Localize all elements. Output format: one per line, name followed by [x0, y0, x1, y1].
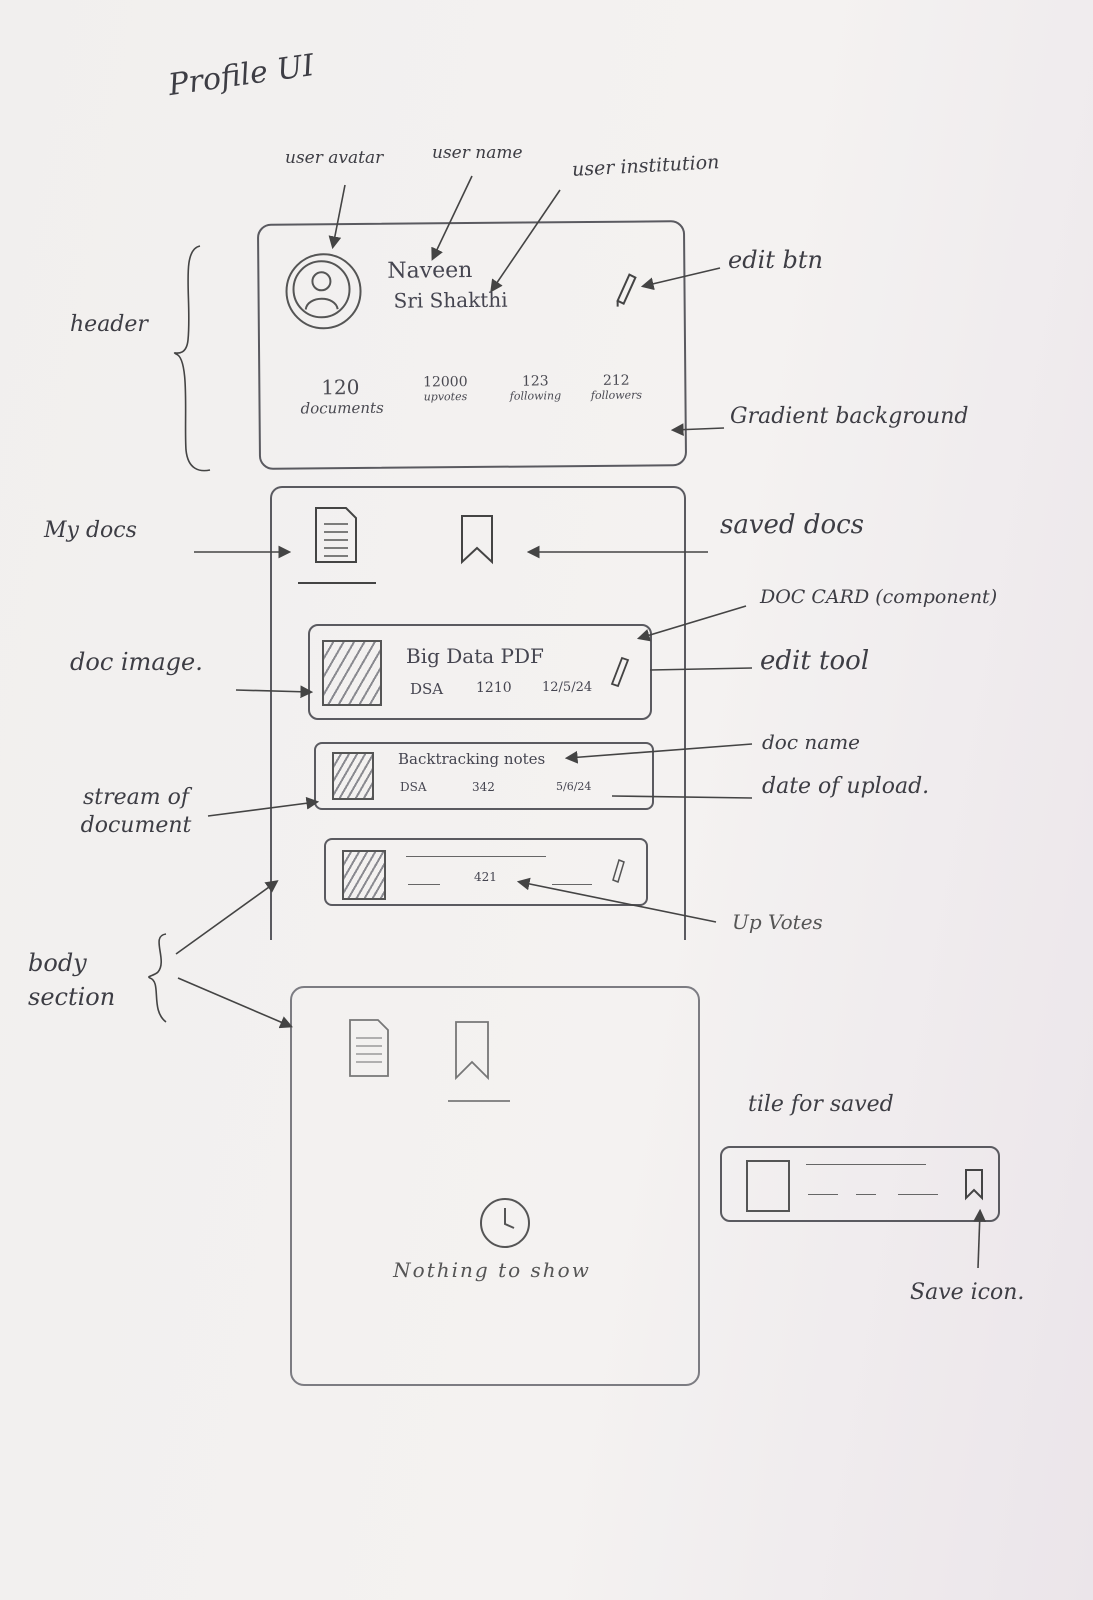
annotation-header: header [70, 312, 148, 337]
stat-documents: 120 documents [300, 374, 384, 418]
edit-profile-button[interactable] [609, 267, 639, 307]
annotation-body-section: body section [28, 949, 116, 1011]
stat-label: upvotes [423, 390, 468, 404]
user-avatar[interactable] [285, 252, 362, 330]
doc-name: Backtracking notes [398, 750, 546, 768]
doc-upvotes: 342 [472, 780, 495, 794]
annotation-user-institution: user institution [571, 151, 720, 181]
doc-date: 5/6/24 [556, 780, 592, 793]
stat-upvotes: 12000 upvotes [410, 374, 480, 404]
stat-label: following [509, 389, 562, 403]
pencil-icon [610, 656, 630, 688]
bookmark-icon [455, 1021, 489, 1081]
stat-value: 212 [602, 372, 630, 389]
bookmark-icon [965, 1169, 983, 1201]
pencil-icon [616, 273, 637, 307]
saved-doc-tile[interactable] [720, 1146, 1000, 1222]
body-section-my-docs: Big Data PDF DSA 1210 12/5/24 Backtracki… [270, 486, 686, 940]
doc-meta-placeholder [808, 1194, 838, 1195]
annotation-gradient-background: Gradient background [730, 404, 969, 429]
stat-followers: 212 followers [578, 372, 654, 402]
document-icon [315, 507, 357, 563]
tab-my-docs[interactable] [344, 1016, 394, 1080]
annotation-edit-tool: edit tool [760, 646, 870, 676]
stat-following: 123 following [500, 373, 570, 403]
pencil-icon [612, 858, 625, 884]
doc-image [746, 1160, 790, 1212]
stat-label: documents [300, 398, 384, 418]
doc-card[interactable]: Big Data PDF DSA 1210 12/5/24 [308, 624, 652, 720]
active-tab-underline [448, 1100, 510, 1102]
doc-upvotes: 1210 [476, 680, 512, 696]
save-button[interactable] [962, 1168, 986, 1202]
empty-state-clock-icon [478, 1196, 532, 1250]
annotation-edit-btn: edit btn [728, 246, 823, 274]
annotation-my-docs: My docs [44, 518, 137, 543]
doc-name: Big Data PDF [406, 644, 544, 668]
doc-upvotes: 421 [474, 870, 497, 884]
doc-name-placeholder [806, 1164, 926, 1165]
doc-stream: DSA [400, 780, 427, 794]
doc-meta-placeholder [856, 1194, 876, 1195]
tab-saved-docs[interactable] [452, 510, 502, 570]
annotation-user-avatar: user avatar [285, 148, 384, 168]
doc-stream-placeholder [408, 884, 440, 885]
doc-meta-placeholder [898, 1194, 938, 1195]
annotation-saved-docs: saved docs [720, 510, 865, 540]
user-institution: Sri Shakthi [393, 287, 508, 313]
doc-image [332, 752, 374, 800]
bookmark-icon [461, 515, 493, 565]
doc-image [322, 640, 382, 706]
annotation-up-votes: Up Votes [732, 910, 823, 934]
doc-image [342, 850, 386, 900]
annotation-doc-name: doc name [762, 730, 861, 754]
stat-label: followers [590, 388, 643, 402]
doc-edit-button[interactable] [608, 856, 628, 884]
stat-value: 12000 [422, 374, 468, 391]
annotation-user-name: user name [432, 143, 523, 163]
avatar-person-icon [292, 260, 351, 319]
stat-value: 123 [521, 373, 549, 390]
tab-saved-docs[interactable] [448, 1018, 510, 1102]
doc-card[interactable]: Backtracking notes DSA 342 5/6/24 [314, 742, 654, 810]
annotation-doc-card: DOC CARD (component) [760, 586, 998, 608]
document-icon [349, 1019, 389, 1077]
annotation-doc-image: doc image. [70, 648, 203, 676]
tab-my-docs[interactable] [294, 500, 378, 588]
empty-state-text: Nothing to show [393, 1258, 591, 1282]
body-section-saved: Nothing to show [290, 986, 700, 1386]
annotation-date-of-upload: date of upload. [762, 774, 930, 799]
profile-header-card: Naveen Sri Shakthi 120 documents 12000 u… [256, 220, 688, 470]
doc-stream: DSA [410, 680, 444, 698]
page-title: Profile UI [166, 47, 317, 104]
doc-date-placeholder [552, 884, 592, 885]
annotation-save-icon: Save icon. [910, 1280, 1025, 1305]
doc-date: 12/5/24 [542, 680, 593, 695]
doc-card[interactable]: 421 [324, 838, 648, 906]
doc-edit-button[interactable] [606, 652, 634, 690]
annotation-stream-of-document: stream of document [80, 785, 192, 838]
stat-value: 120 [321, 374, 360, 400]
annotation-tile-for-saved: tile for saved [748, 1092, 894, 1117]
user-name: Naveen [387, 257, 473, 284]
active-tab-underline [298, 582, 376, 584]
doc-name-placeholder [406, 856, 546, 857]
